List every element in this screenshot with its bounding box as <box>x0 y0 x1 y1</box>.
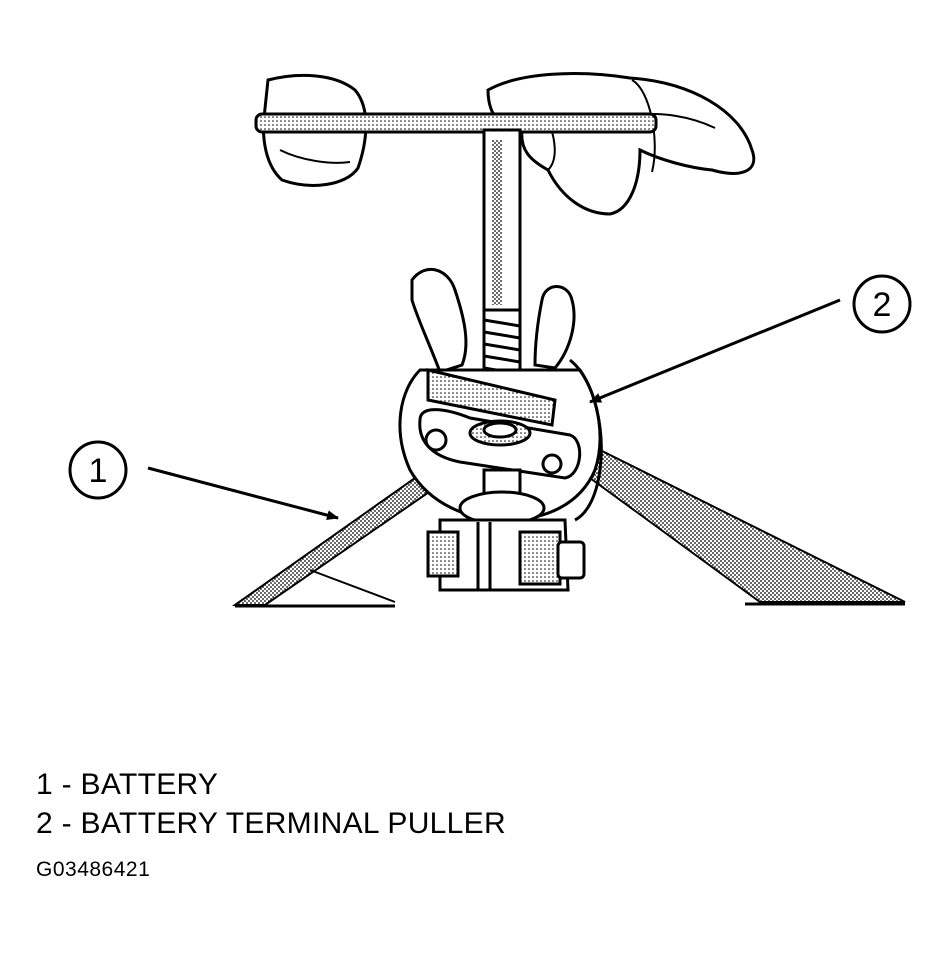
legend-item-terminal-puller: 2 - BATTERY TERMINAL PULLER <box>36 807 506 840</box>
callout-1: 1 <box>68 440 339 521</box>
callout-1-arrow <box>147 466 339 521</box>
terminal-puller <box>398 268 603 522</box>
right-hand <box>486 72 756 216</box>
callout-2-arrow <box>589 298 841 404</box>
battery-top <box>231 443 906 608</box>
t-handle <box>254 112 658 312</box>
callout-1-number: 1 <box>89 452 108 490</box>
legend-item-battery: 1 - BATTERY <box>36 768 219 801</box>
battery-terminal <box>426 468 586 592</box>
callout-2: 2 <box>589 274 912 404</box>
figure-id: G03486421 <box>36 858 151 881</box>
callout-2-number: 2 <box>873 286 892 324</box>
